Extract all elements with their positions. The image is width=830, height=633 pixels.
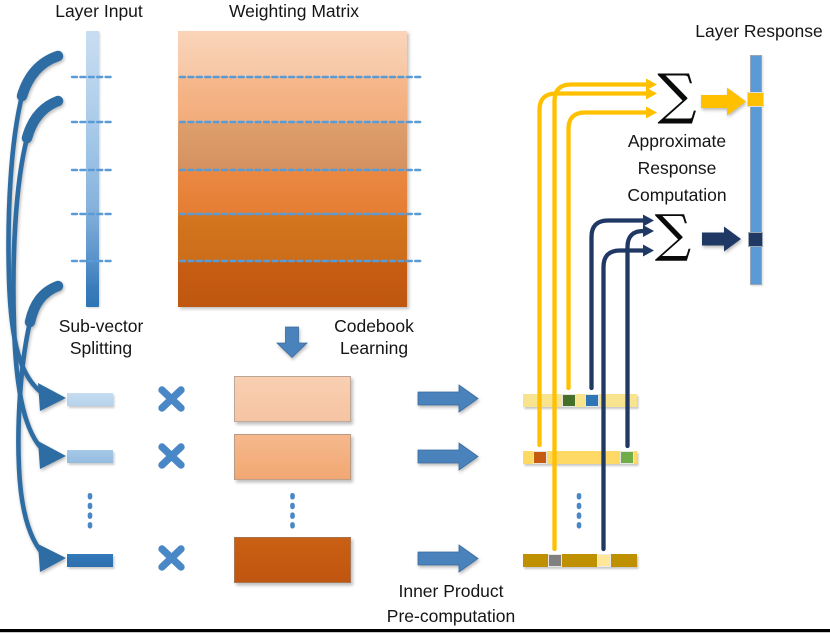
navy-lookup-lines (589, 214, 654, 552)
codebook-3 (234, 537, 351, 583)
vertical-ellipsis-icon (290, 493, 295, 529)
response-cell-yellow (747, 92, 764, 107)
lookup-table-1 (523, 394, 637, 407)
multiply-icon (158, 386, 185, 412)
matrix-band-3 (178, 123, 407, 169)
codebook-2 (234, 434, 351, 480)
multiply-icon (158, 443, 185, 469)
weighting-matrix (178, 31, 407, 307)
lookup1-cell-blue (585, 394, 599, 407)
lookup2-cell-rust (533, 451, 547, 464)
vertical-ellipsis-icon (87, 493, 93, 529)
lookup2-cell-green (620, 451, 634, 464)
lookup-table-3 (523, 554, 637, 567)
matrix-band-1 (178, 31, 407, 77)
matrix-band-6 (178, 261, 407, 307)
weighting-matrix-label: Weighting Matrix (228, 1, 359, 21)
precompute-arrows (417, 384, 479, 573)
inner-product-precomputation-label: Inner Product Pre-computation (386, 581, 516, 626)
sum-icon: ∑ (654, 205, 692, 264)
matrix-band-2 (178, 77, 407, 123)
layer-response-label: Layer Response (695, 21, 823, 41)
sub-vector-2 (67, 450, 113, 463)
multiply-icon (158, 545, 185, 571)
lookup1-cell-green (562, 394, 576, 407)
codebook-learning-arrow (276, 326, 308, 359)
layer-input-label: Layer Input (55, 1, 143, 21)
figure-bottom-rule (0, 629, 830, 633)
sub-vector-splitting-label: Sub-vector Splitting (58, 316, 144, 358)
approximate-response-computation-label: Approximate Response Computation (627, 131, 727, 205)
response-cell-navy (748, 232, 763, 247)
matrix-band-4 (178, 169, 407, 215)
sub-vector-1 (67, 393, 113, 406)
lookup3-cell-gray (548, 554, 562, 567)
layer-response-vector (750, 55, 762, 285)
sum-icon: ∑ (657, 62, 697, 126)
split-arrow-curves (6, 50, 66, 572)
vertical-ellipsis-icon (576, 493, 582, 529)
matrix-band-5 (178, 215, 407, 261)
codebook-learning-label: Codebook Learning (334, 316, 414, 358)
lookup3-cell-cream (597, 554, 611, 567)
codebook-1 (234, 376, 351, 422)
layer-input-vector (86, 31, 99, 307)
sub-vector-3 (67, 554, 113, 567)
